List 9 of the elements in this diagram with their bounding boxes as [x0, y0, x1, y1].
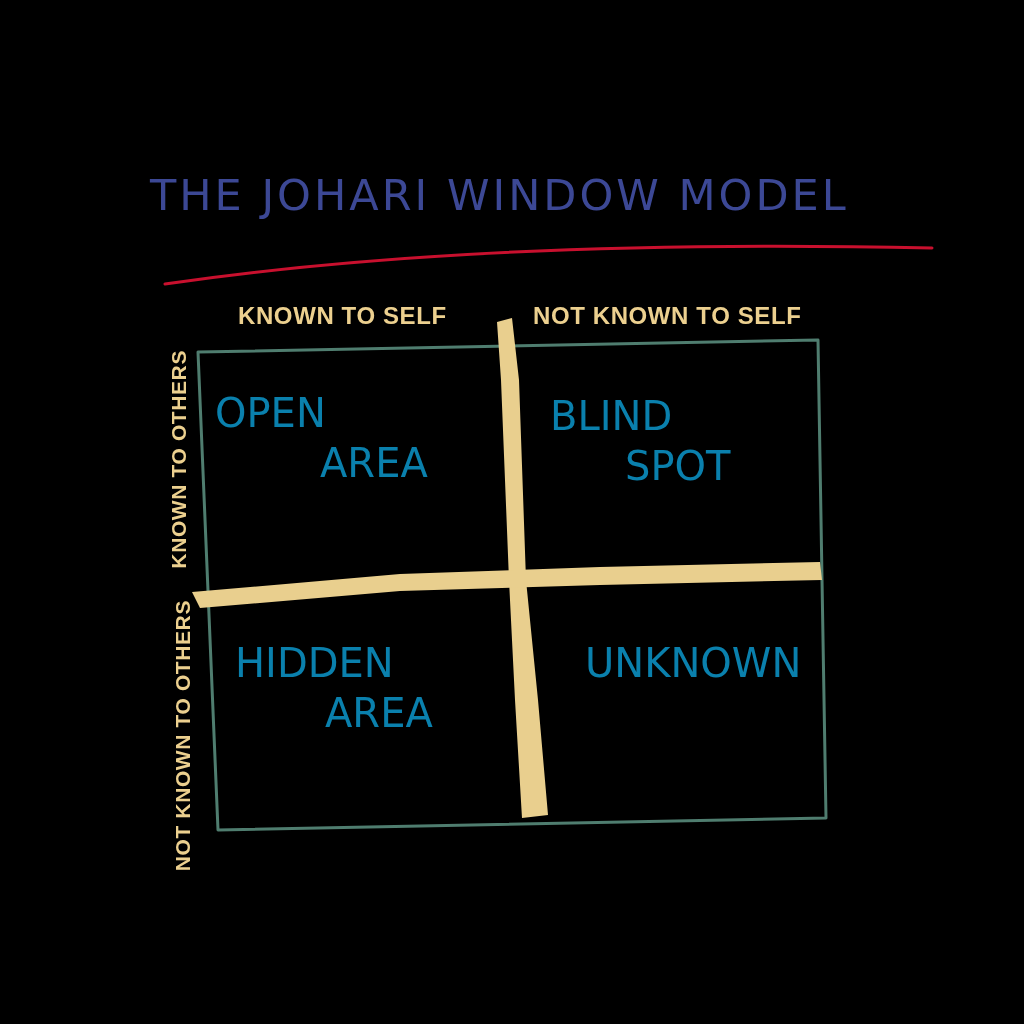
quadrant-label: HIDDEN AREA — [235, 638, 445, 738]
axis-label: NOT KNOWN TO OTHERS — [171, 600, 194, 872]
axis-label: NOT KNOWN TO SELF — [533, 303, 802, 329]
diagram-title: THE JOHARI WINDOW MODEL — [150, 170, 849, 220]
axis-label: KNOWN TO SELF — [238, 303, 447, 329]
axis-label: KNOWN TO OTHERS — [167, 350, 190, 569]
quadrant-label: UNKNOWN — [585, 638, 802, 688]
quadrant-label: OPEN AREA — [215, 388, 435, 488]
quadrant-label: BLIND SPOT — [550, 391, 740, 491]
